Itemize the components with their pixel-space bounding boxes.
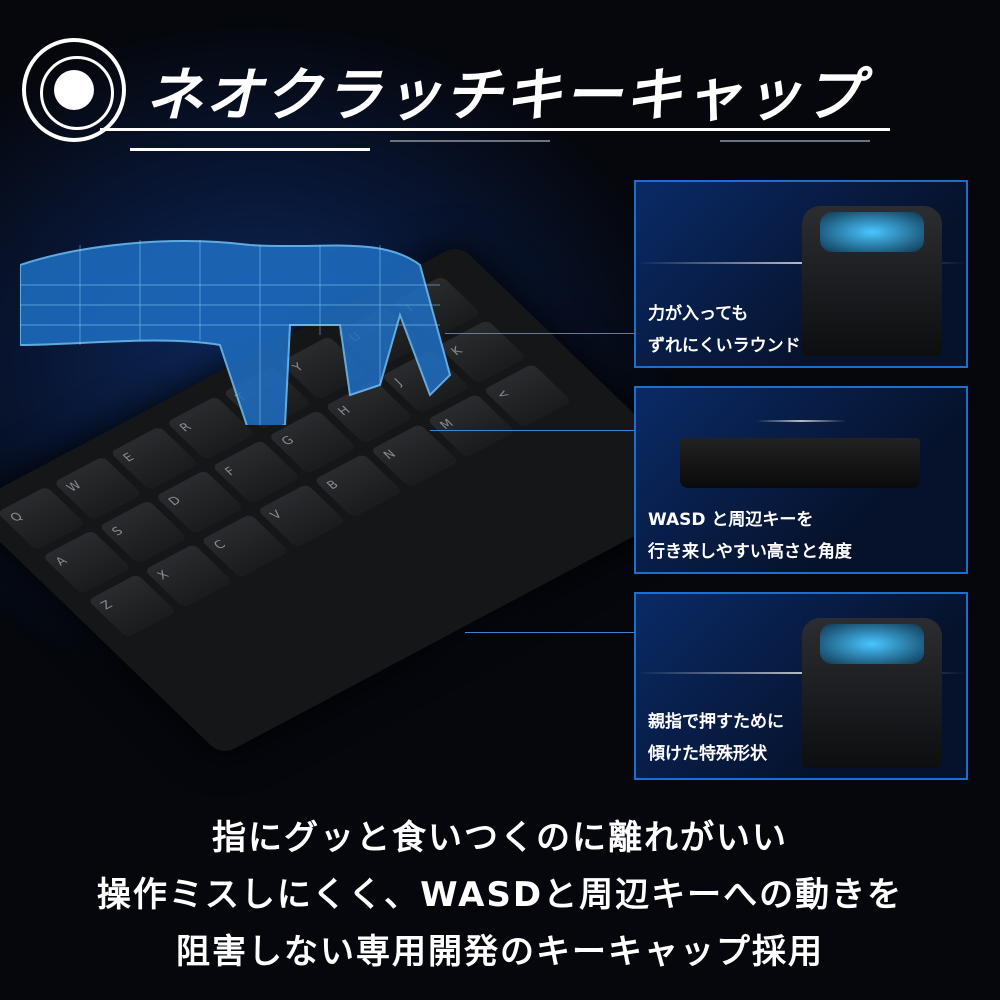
feature-panel-thumb: 親指で押すために傾けた特殊形状 <box>634 592 968 780</box>
callout-line <box>465 632 634 633</box>
keycap-x-image <box>802 618 942 768</box>
keyboard-side-image <box>680 438 920 488</box>
feature-panel-height: WASD と周辺キーを行き来しやすい高さと角度 <box>634 386 968 574</box>
divider <box>720 140 870 142</box>
divider <box>100 128 890 131</box>
panel-text: 傾けた特殊形状 <box>648 744 767 764</box>
panel-text: ずれにくいラウンド <box>648 336 801 356</box>
caption-line: 阻害しない専用開発のキーキャップ採用 <box>176 932 824 972</box>
panel-text: 親指で押すために <box>648 712 784 732</box>
logo-circle-icon <box>22 38 126 142</box>
caption-line: 操作ミスしにくく、WASDと周辺キーへの動きを <box>96 875 904 915</box>
wireframe-hand-image <box>20 240 452 425</box>
keycap-w-image <box>802 206 942 356</box>
callout-line <box>430 430 634 431</box>
panel-text: 行き来しやすい高さと角度 <box>648 542 852 562</box>
panel-text: WASD と周辺キーを <box>648 510 814 530</box>
panel-text: 力が入っても <box>648 304 749 324</box>
page-title: ネオクラッチキーキャップ <box>145 61 864 129</box>
callout-line <box>445 333 634 334</box>
caption-line: 指にグッと食いつくのに離れがいい <box>212 818 788 858</box>
feature-panel-round: 力が入ってもずれにくいラウンド <box>634 180 968 368</box>
divider <box>130 148 370 151</box>
divider <box>390 140 550 142</box>
bottom-caption: 指にグッと食いつくのに離れがいい 操作ミスしにくく、WASDと周辺キーへの動きを… <box>0 810 1000 981</box>
